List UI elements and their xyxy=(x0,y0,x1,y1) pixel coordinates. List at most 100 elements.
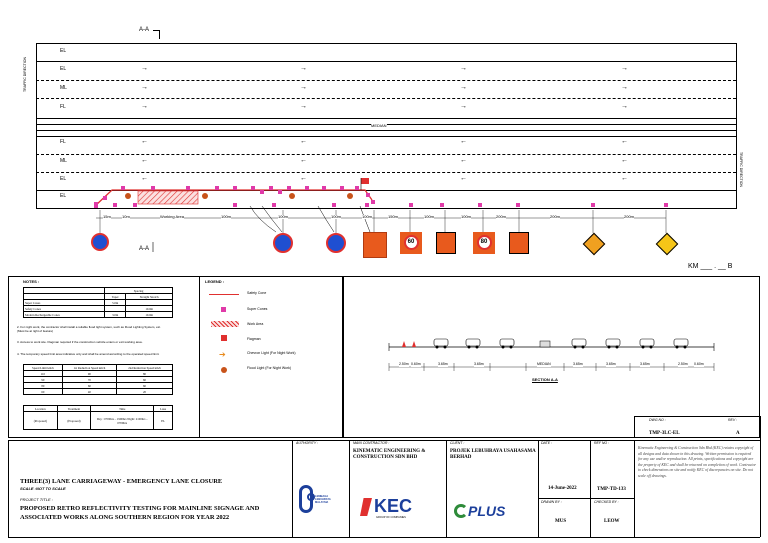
authority-label: AUTHORITY : xyxy=(296,441,319,445)
copyright-notice: Kinematic Engineering & Construction Sdn… xyxy=(638,446,756,478)
arrow-left-icon: ← xyxy=(460,138,467,145)
legend-label: Chevron Light (For Night Work) xyxy=(247,351,296,355)
legend-label: Flood Light (For Night Work) xyxy=(247,366,292,370)
kec-logo: KEC GROUP OF COMPANIES xyxy=(360,496,440,526)
arrow-right-icon: → xyxy=(300,65,307,72)
section-marker-top-arrow xyxy=(153,30,160,39)
arrow-left-icon: ← xyxy=(460,157,467,164)
sign-speed-limit: 60 xyxy=(400,232,422,254)
sign-keep-left xyxy=(326,233,346,253)
ref-no: TMP-TD-133 xyxy=(597,487,626,492)
sign-speed-limit: 80 xyxy=(473,232,495,254)
arrow-left-icon: ← xyxy=(300,138,307,145)
legend-flood-light-icon xyxy=(221,367,227,373)
dimension-label: 100m xyxy=(424,214,435,219)
dimension-label: 10m xyxy=(122,214,130,219)
arrow-left-icon: ← xyxy=(141,138,148,145)
legend-label: Flagman xyxy=(247,337,261,341)
title-block: DWG NO : REV : TMP-3LC-EL A THREE(3) LAN… xyxy=(8,416,761,538)
arrow-left-icon: ← xyxy=(621,138,628,145)
arrow-left-icon: ← xyxy=(300,157,307,164)
arrow-right-icon: → xyxy=(621,84,628,91)
date: 14-June-2022 xyxy=(548,486,577,491)
section-dim: 2.50m xyxy=(678,362,688,367)
plus-logo-text: PLUS xyxy=(468,503,506,519)
lane-label: EL xyxy=(60,193,67,199)
speed-limit-value: 80 xyxy=(476,235,492,250)
dimension-label: 100m xyxy=(278,214,289,219)
section-dim: 3.65m xyxy=(438,362,448,367)
arrow-right-icon: → xyxy=(460,84,467,91)
rev: A xyxy=(736,431,740,436)
arrow-left-icon: ← xyxy=(141,157,148,164)
section-dim: 3.65m xyxy=(474,362,484,367)
location-cell: EL xyxy=(153,411,173,430)
lane-label: ML xyxy=(60,158,67,164)
sign-road-work xyxy=(363,232,387,258)
section-dim: MEDIAN xyxy=(537,362,551,367)
lane-label: EL xyxy=(60,66,67,72)
drawing-title: THREE(3) LANE CARRIAGEWAY - EMERGENCY LA… xyxy=(20,478,223,485)
section-marker-bottom: A-A xyxy=(139,246,150,252)
section-dim: 3.65m xyxy=(606,362,616,367)
lane-label: EL xyxy=(60,48,67,54)
arrow-right-icon: → xyxy=(141,103,148,110)
section-marker-top: A-A xyxy=(139,27,150,33)
lane-label: FL xyxy=(60,104,66,110)
lane-label: ML xyxy=(60,85,67,91)
section-view: 2.50m 0.60m 3.65m 3.65m MEDIAN 3.65m 3.6… xyxy=(343,276,760,438)
sign-chevron-board xyxy=(436,232,456,254)
speed-cell: 20 xyxy=(116,388,173,395)
arrow-right-icon: → xyxy=(141,84,148,91)
llm-logo: LEMBAGA LEBUHRAYA MALAYSIA xyxy=(299,481,337,519)
section-dim: 3.65m xyxy=(640,362,650,367)
location-cell: Day : 0700hrs – 1900hrs Night: 2100hrs –… xyxy=(90,411,155,430)
spacing-cell: 3.0m xyxy=(104,311,127,318)
section-dim: 0.60m xyxy=(694,362,704,367)
ref-label: REF NO : xyxy=(594,441,610,445)
legend-label: Safety Cone xyxy=(247,291,267,295)
checked-label: CHECKED BY : xyxy=(594,500,619,504)
note-4: 4. The temporary speed limit area indica… xyxy=(17,352,160,356)
legend-label: Work Area xyxy=(247,322,264,326)
dimension-label: 150m xyxy=(388,214,399,219)
kec-logo-text: KEC xyxy=(374,496,413,516)
arrow-right-icon: → xyxy=(460,65,467,72)
speed-cell: 60 xyxy=(23,388,63,395)
legend-flagman-icon xyxy=(221,335,227,341)
client-label: CLIENT : xyxy=(450,441,465,445)
project-title: PROPOSED RETRO REFLECTIVITY TESTING FOR … xyxy=(20,505,260,521)
client: PROJEK LEBUHRAYA USAHASAMA BERHAD xyxy=(450,449,536,460)
dimension-label: 100m xyxy=(331,214,342,219)
arrow-left-icon: ← xyxy=(300,175,307,182)
work-area-label: Working Area xyxy=(160,214,184,219)
plan-view: A-A MEDIAN EL EL ML FL FL ML EL EL → → → xyxy=(0,0,768,270)
dimension-label: 100m xyxy=(461,214,472,219)
main-contractor: KINEMATIC ENGINEERING & CONSTRUCTION SDN… xyxy=(353,449,426,460)
legend-title: LEGEND : xyxy=(205,279,225,284)
speed-cell: 40 xyxy=(61,388,118,395)
dimension-label: 100m xyxy=(221,214,232,219)
arrow-right-icon: → xyxy=(300,84,307,91)
dimension-label: 100m xyxy=(362,214,373,219)
spacing-cell: 10.0m xyxy=(125,311,173,318)
lane-label: EL xyxy=(60,176,67,182)
section-dim: 3.65m xyxy=(573,362,583,367)
location-cell: (Proposed) xyxy=(56,411,92,430)
legend-work-area-icon xyxy=(211,321,239,327)
arrow-left-icon: ← xyxy=(621,175,628,182)
rev-label: REV : xyxy=(728,418,738,422)
arrow-left-icon: ← xyxy=(621,157,628,164)
arrow-right-icon: → xyxy=(141,65,148,72)
dimension-label: 200m xyxy=(624,214,635,219)
arrow-right-icon: → xyxy=(621,103,628,110)
dimension-label: 200m xyxy=(550,214,561,219)
km-marker: KM ___ . __ B xyxy=(688,263,733,270)
spacing-item: Modern Rechargeable Cones xyxy=(22,311,106,318)
project-title-label: PROJECT TITLE : xyxy=(20,497,53,502)
checked-by: LEOW xyxy=(604,519,620,524)
